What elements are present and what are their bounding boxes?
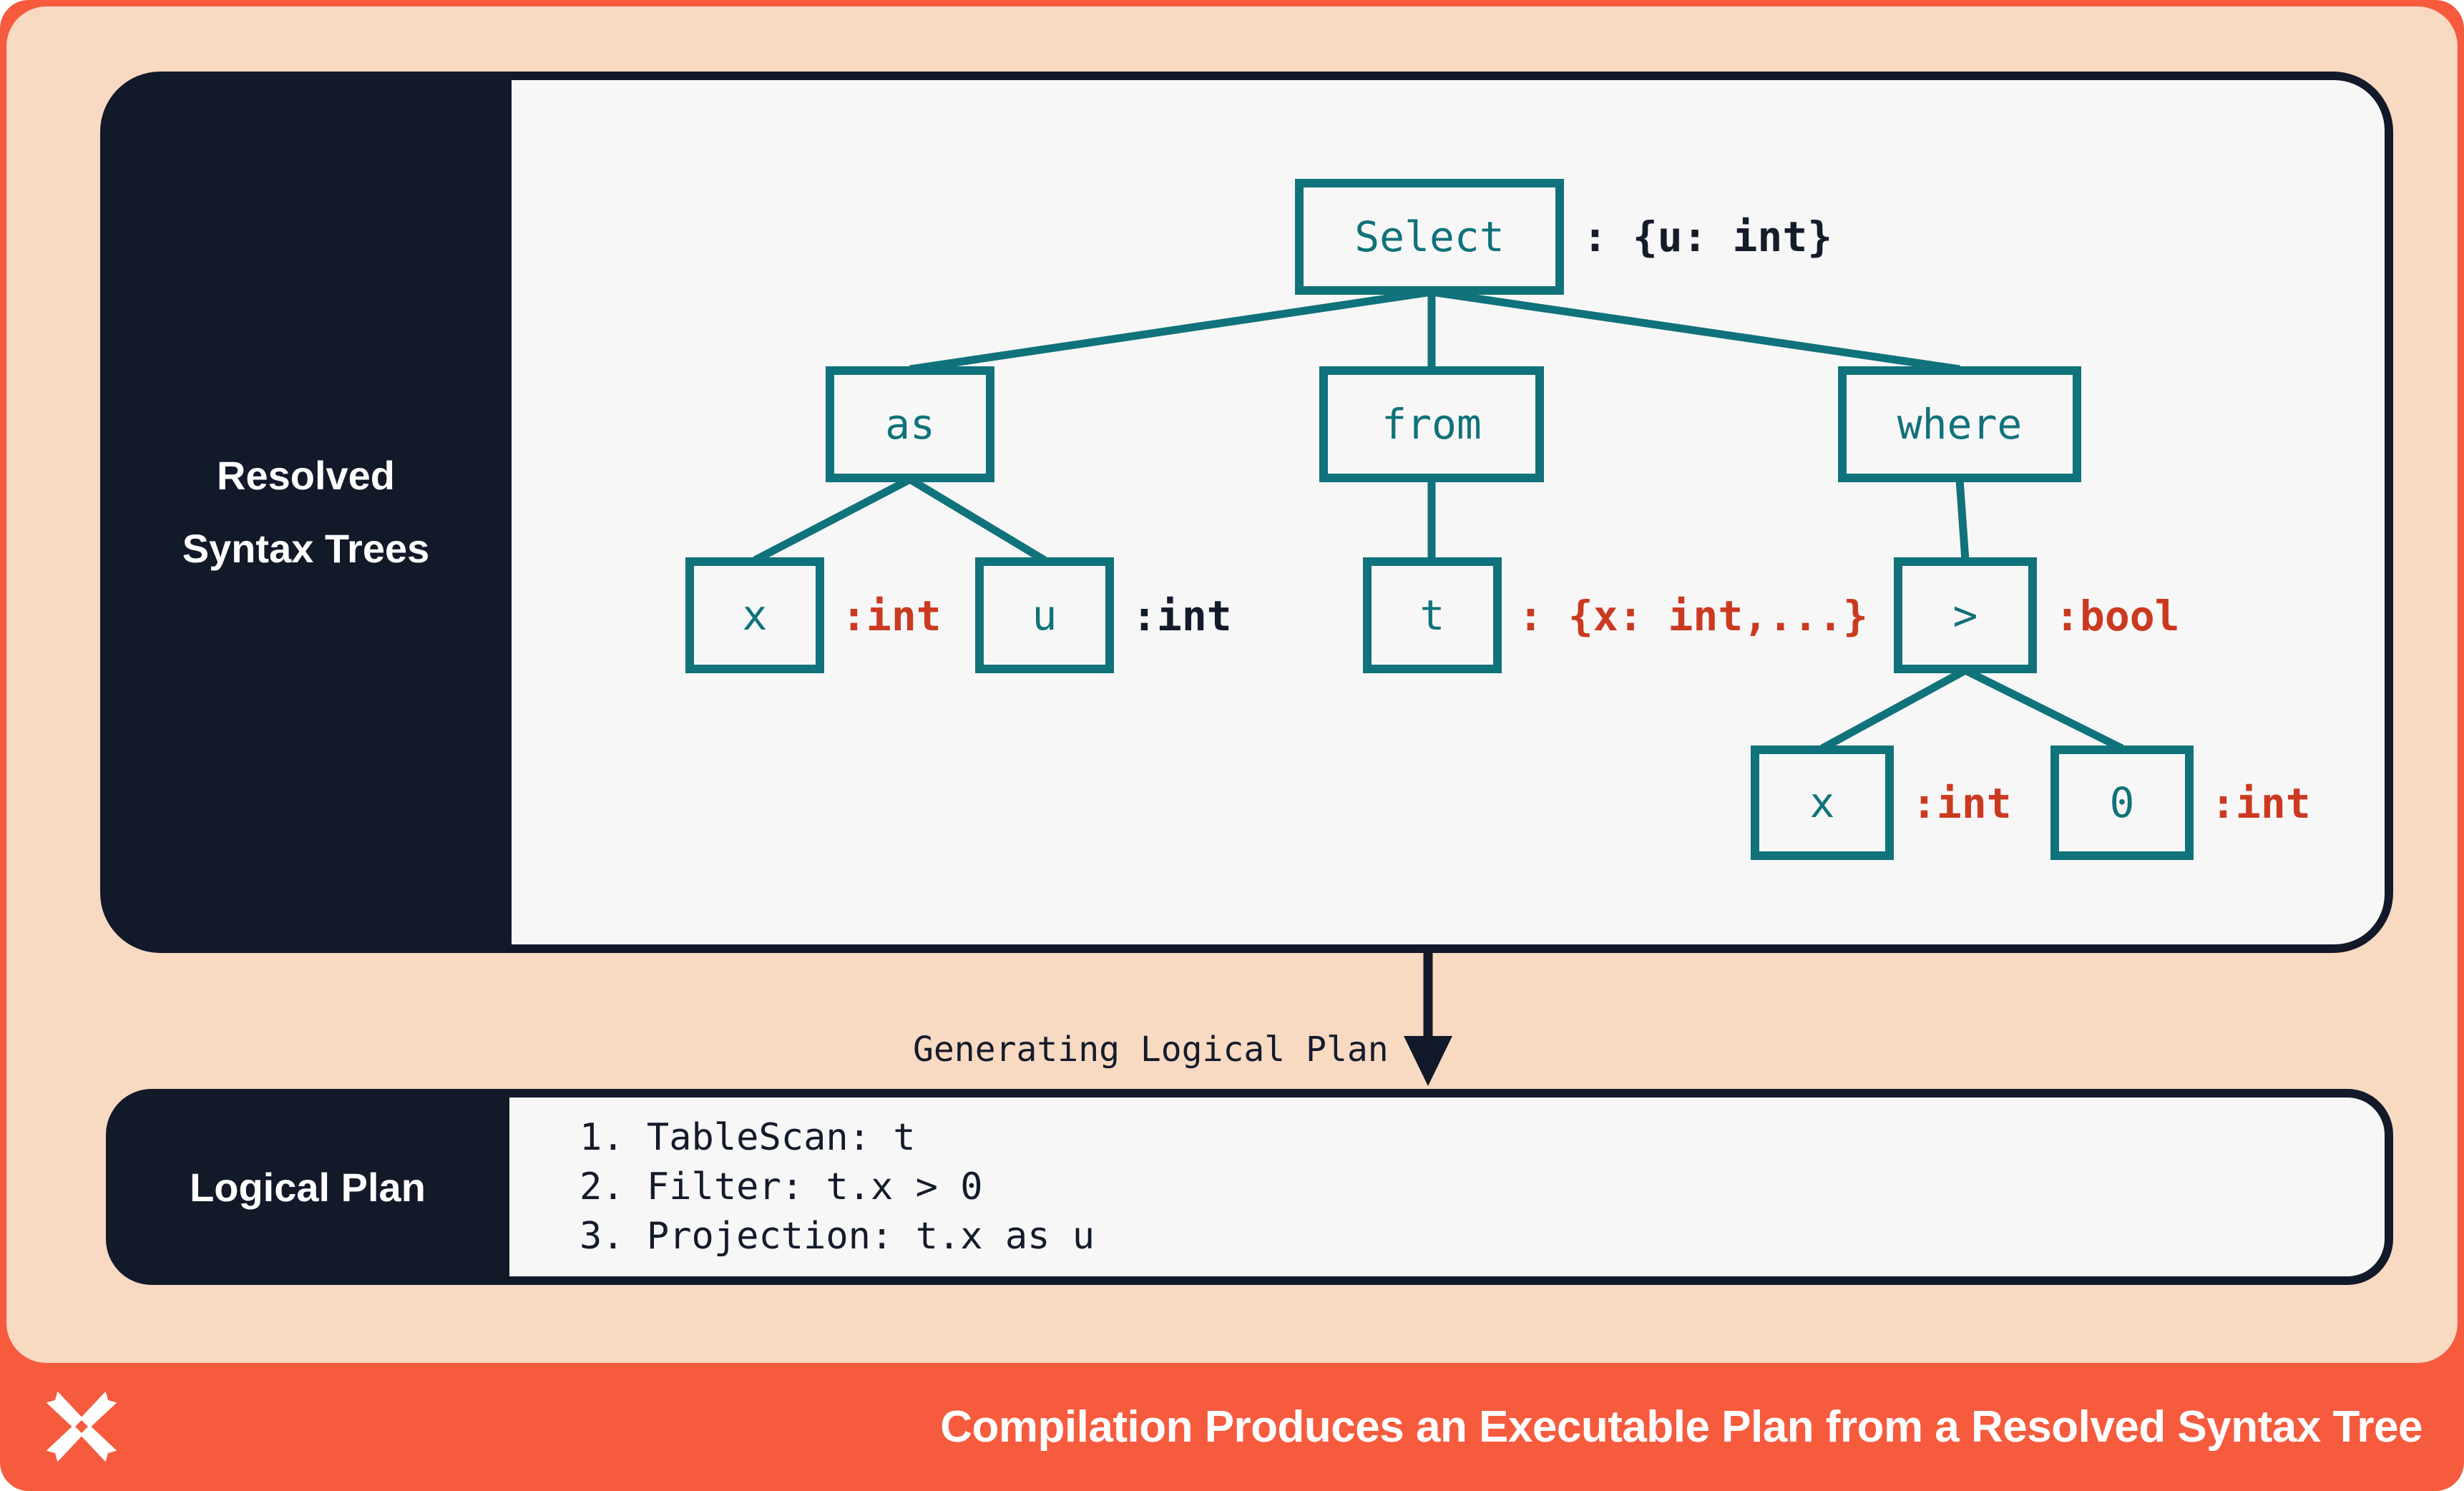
panel-label-text: Logical Plan xyxy=(190,1164,426,1210)
generating-logical-plan-label: Generating Logical Plan xyxy=(913,1030,1389,1070)
logical-plan-label: Logical Plan xyxy=(106,1089,509,1285)
plan-step: 2. Filter: t.x > 0 xyxy=(580,1165,983,1208)
plan-step: 3. Projection: t.x as u xyxy=(580,1214,1095,1258)
plan-step: 1. TableScan: t xyxy=(580,1115,916,1159)
footer-bar: Compilation Produces an Executable Plan … xyxy=(0,1362,2464,1491)
panel-label-line1: Resolved xyxy=(217,453,395,498)
syntax-tree-canvas xyxy=(512,80,2385,944)
footer-title: Compilation Produces an Executable Plan … xyxy=(940,1402,2423,1452)
resolved-syntax-trees-panel: Resolved Syntax Trees xyxy=(100,72,2393,953)
logical-plan-panel: Logical Plan 1. TableScan: t 2. Filter: … xyxy=(106,1089,2393,1285)
panel-label-line2: Syntax Trees xyxy=(182,526,430,571)
resolved-syntax-trees-label: Resolved Syntax Trees xyxy=(100,72,512,953)
x-cross-logo-icon xyxy=(46,1391,117,1462)
logical-plan-steps: 1. TableScan: t 2. Filter: t.x > 0 3. Pr… xyxy=(509,1098,2385,1276)
logical-plan-content: 1. TableScan: t 2. Filter: t.x > 0 3. Pr… xyxy=(509,1098,2385,1276)
